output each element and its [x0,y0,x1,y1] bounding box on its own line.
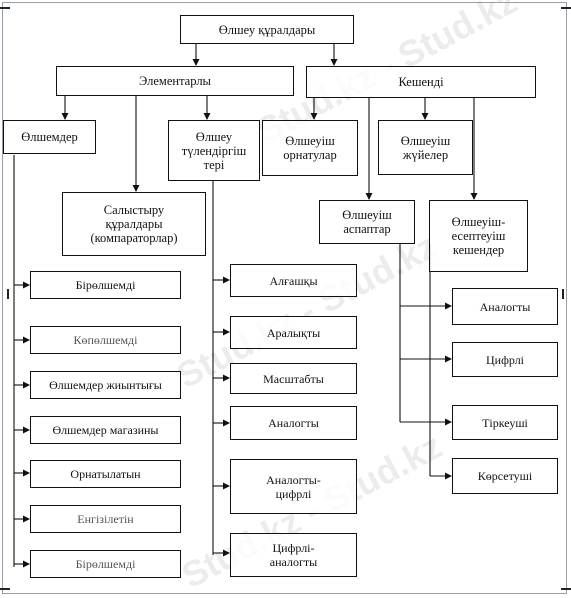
measure-type-item: Бірөлшемді [30,550,181,578]
instruments-node: Өлшеуіш аспаптар [319,200,415,244]
instrument-type-item: Цифрлі [452,342,558,377]
instrument-type-item: Көрсетуші [452,458,558,494]
root-node: Өлшеу құралдары [180,15,354,44]
instrument-type-item: Тіркеуші [452,405,558,440]
frame-corner-mark [0,7,10,9]
computing-complexes-node: Өлшеуіш- есептеуіш кешендер [429,200,528,272]
transducer-type-item: Алғашқы [230,264,357,297]
frame-corner-mark [561,588,571,590]
transducer-type-item: Аналогты [230,406,357,440]
elementary-node: Элементарлы [56,66,294,96]
frame-corner-mark [7,289,9,299]
transducer-type-item: Аралықты [230,316,357,349]
systems-node: Өлшеуіш жүйелер [378,120,473,175]
complex-node: Кешенді [306,66,536,98]
installations-node: Өлшеуіш орнатулар [262,120,358,176]
instrument-type-item: Аналогты [452,288,558,325]
frame-corner-mark [561,7,571,9]
transducer-type-item: Аналогты- цифрлі [230,459,357,514]
comparators-node: Салыстыру құралдары (компараторлар) [62,192,206,256]
transducer-type-item: Цифрлі- аналогты [230,533,357,577]
measure-type-item: Өлшемдер магазины [30,416,181,444]
measure-type-item: Бірөлшемді [30,271,181,299]
diagram-frame [2,2,567,594]
transducer-type-item: Масштабты [230,363,357,394]
measure-type-item: Өлшемдер жиынтығы [30,371,181,399]
frame-corner-mark [562,289,564,299]
transducers-node: Өлшеу түлендіргіш тері [168,120,260,181]
measure-type-item: Енгізілетін [30,505,181,533]
measure-type-item: Орнатылатын [30,460,181,488]
frame-corner-mark [0,588,10,590]
measure-type-item: Көпөлшемді [30,326,181,354]
measures-node: Өлшемдер [3,120,96,154]
